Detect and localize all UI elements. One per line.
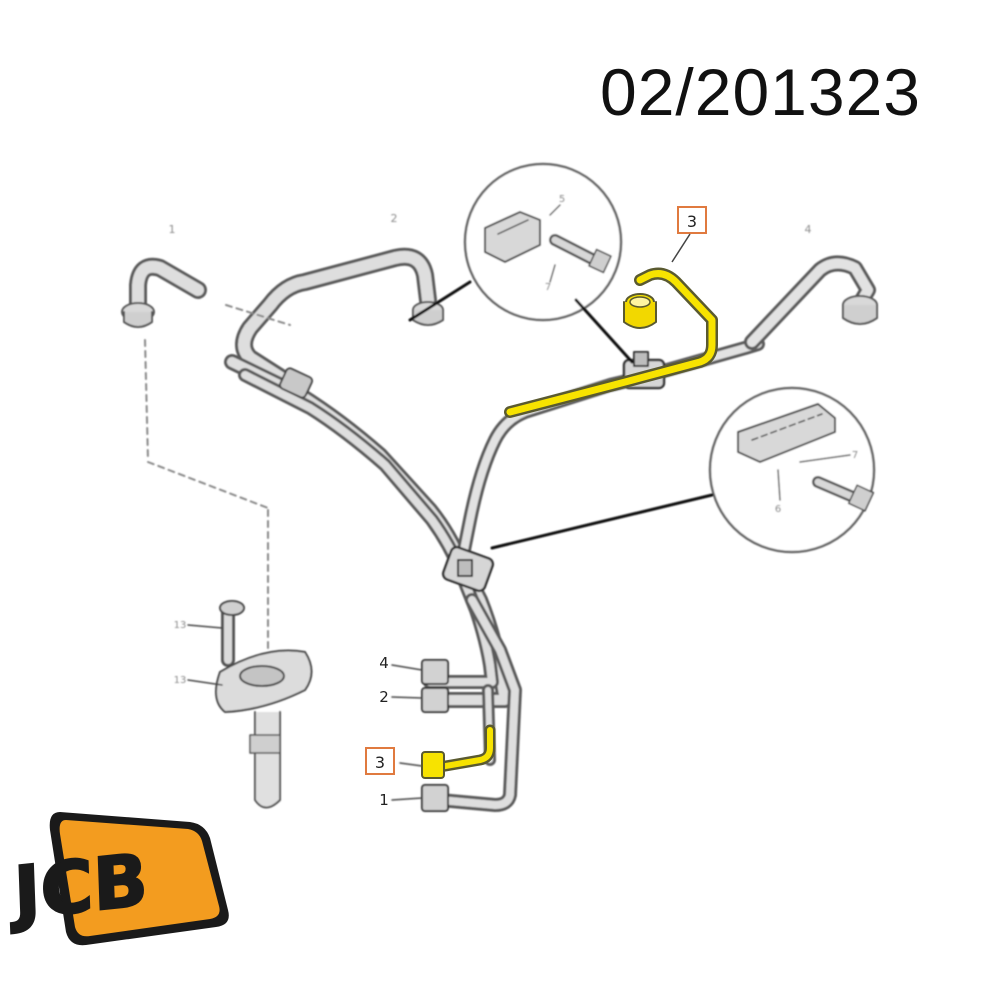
detail-leader-upper — [408, 280, 472, 322]
faint-label-bolt-upper: 13 — [174, 620, 187, 631]
callout-box-top: 3 — [671, 206, 707, 263]
faint-label-bolt-lower: 13 — [174, 675, 187, 686]
callout-label-bottom: 3 — [375, 753, 385, 772]
clamp-lower — [441, 545, 495, 593]
highlighted-union-bottom — [421, 751, 445, 779]
pipe-loop-mid — [235, 247, 444, 399]
detail-leader-upper-b — [574, 298, 634, 364]
injector-assembly — [144, 304, 313, 809]
detail-leader-right — [490, 493, 714, 550]
background-drawing — [121, 162, 878, 812]
jcb-logo: JCB — [6, 812, 229, 946]
clamp-upper-left — [278, 367, 314, 399]
pipe-right-4 — [744, 255, 878, 350]
highlighted-pipe-3 — [421, 267, 718, 779]
union-label-1: 1 — [379, 791, 389, 809]
callout-box-bottom: 3 — [365, 747, 395, 775]
pipe-elbow-left — [121, 257, 207, 328]
union-label-4: 4 — [379, 654, 389, 672]
faint-label-top-right: 4 — [805, 223, 812, 236]
jcb-logo-text: JCB — [7, 837, 149, 936]
faint-label-detail-c: 6 — [775, 504, 781, 515]
highlighted-nut-top — [623, 293, 657, 329]
faint-label-top-left: 1 — [169, 223, 176, 236]
union-leaders — [391, 664, 423, 801]
faint-label-top-mid: 2 — [391, 212, 398, 225]
part-number: 02/201323 — [600, 55, 921, 129]
union-label-2: 2 — [379, 688, 389, 706]
detail-circle-upper — [463, 162, 623, 322]
faint-label-detail-d: 7 — [852, 450, 858, 461]
detail-circle-right — [708, 386, 876, 554]
callout-label-top: 3 — [687, 212, 697, 231]
faint-label-detail-b: 7 — [545, 282, 551, 293]
pump-unions — [421, 659, 449, 812]
faint-label-detail-a: 5 — [559, 194, 565, 205]
